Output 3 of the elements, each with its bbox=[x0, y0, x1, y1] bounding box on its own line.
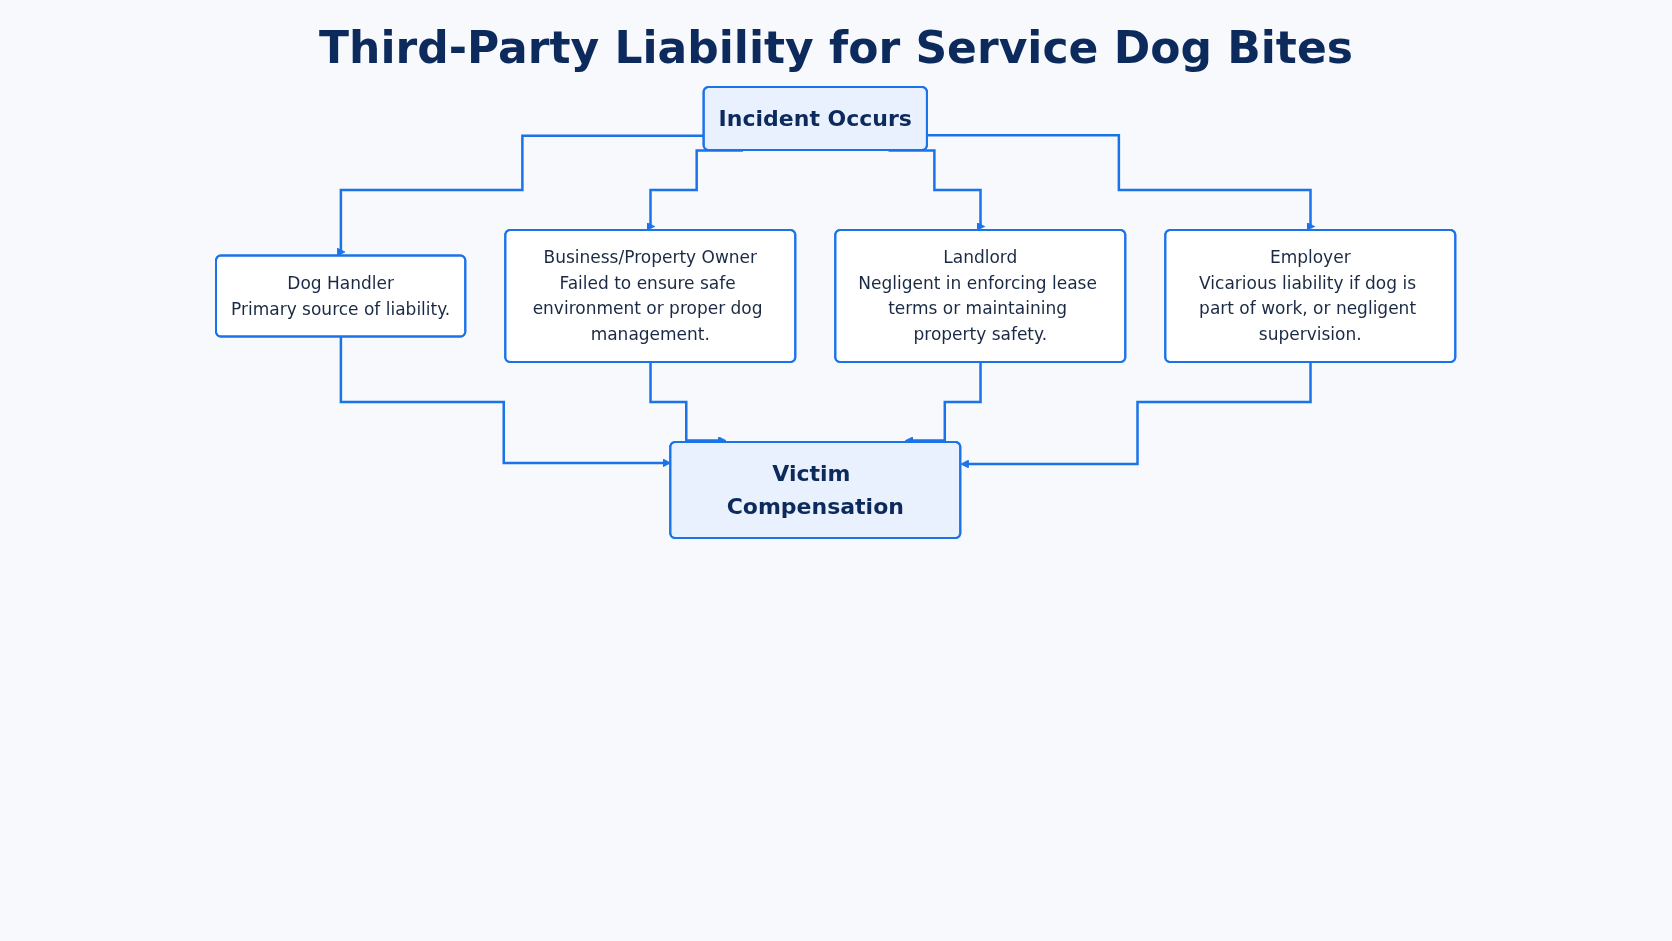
diagram-title: Third-Party Liability for Service Dog Bites bbox=[319, 22, 1353, 73]
arrow bbox=[927, 133, 1316, 231]
arrow bbox=[960, 361, 1313, 469]
